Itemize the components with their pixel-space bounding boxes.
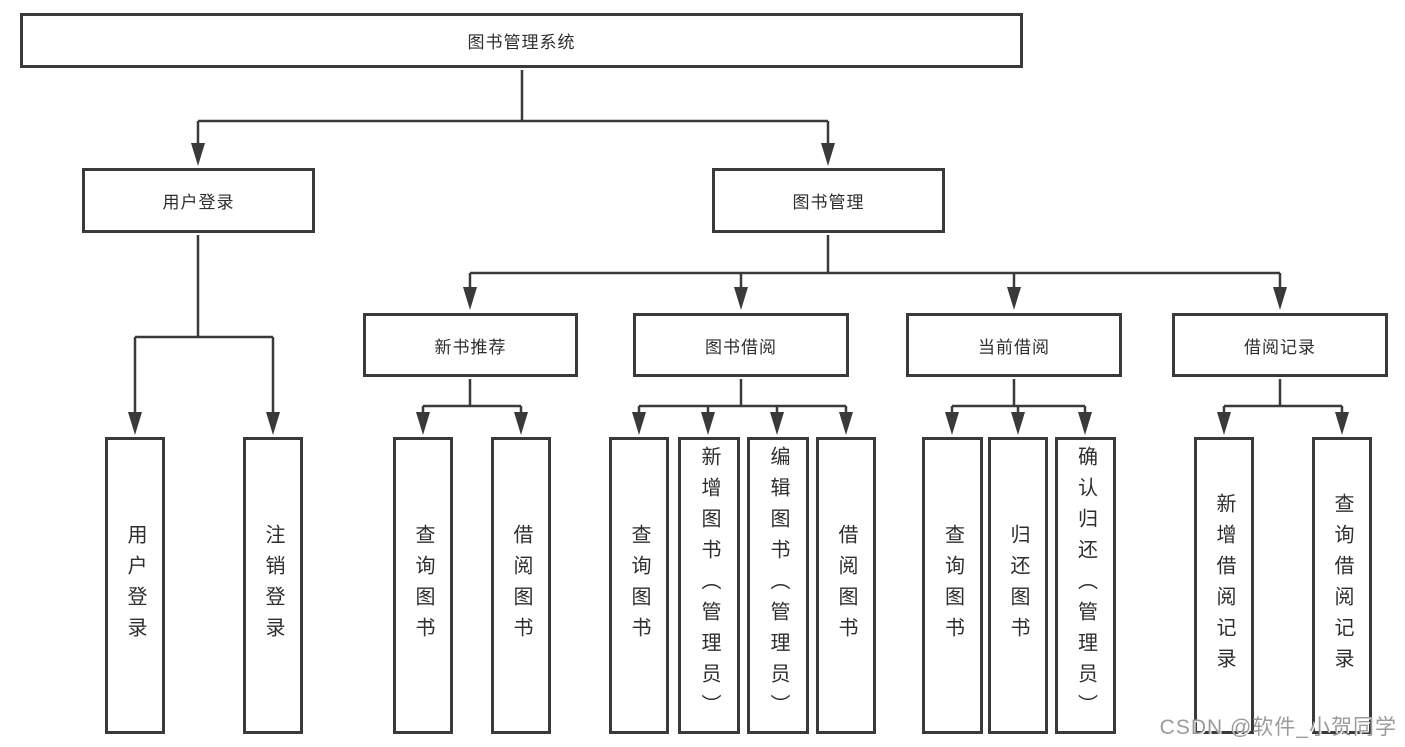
leaf-add-books-admin-label: 新增图书（管理员）	[698, 446, 720, 725]
leaf-return-books-label: 归还图书	[1007, 523, 1029, 648]
connector-records-to-leaves	[1222, 379, 1344, 416]
leaf-add-borrow-record: 新增借阅记录	[1194, 437, 1254, 734]
connector-bookborrow-to-leaves	[637, 379, 848, 416]
connector-newbook-to-leaves	[421, 379, 523, 416]
node-book-borrow: 图书借阅	[633, 313, 849, 377]
node-current-borrow: 当前借阅	[906, 313, 1122, 377]
csdn-watermark: CSDN @软件_小贺同学	[1159, 716, 1397, 739]
leaf-return-books: 归还图书	[988, 437, 1048, 734]
leaf-borrow-books: 借阅图书	[816, 437, 876, 734]
node-user-login: 用户登录	[82, 168, 315, 233]
connector-userlogin-to-leaves	[133, 235, 275, 416]
leaf-query-borrow-record: 查询借阅记录	[1312, 437, 1372, 734]
leaf-query-books-borrow-label: 查询图书	[628, 523, 650, 648]
leaf-query-books-recommend-label: 查询图书	[412, 523, 434, 648]
leaf-borrow-books-recommend-label: 借阅图书	[510, 523, 532, 648]
arrowheads	[128, 143, 1349, 435]
leaf-add-books-admin: 新增图书（管理员）	[678, 437, 740, 734]
leaf-logout-label: 注销登录	[262, 523, 284, 648]
leaf-query-books-current-label: 查询图书	[941, 523, 964, 648]
leaf-query-borrow-record-label: 查询借阅记录	[1331, 492, 1353, 679]
leaf-edit-books-admin-label: 编辑图书（管理员）	[767, 446, 789, 725]
node-root-system: 图书管理系统	[20, 13, 1023, 68]
leaf-add-borrow-record-label: 新增借阅记录	[1213, 492, 1235, 679]
connector-root-to-level2	[196, 70, 830, 146]
node-new-book-recommend: 新书推荐	[363, 313, 578, 377]
leaf-query-books-recommend: 查询图书	[393, 437, 453, 734]
node-book-management: 图书管理	[712, 168, 945, 233]
leaf-logout: 注销登录	[243, 437, 303, 734]
leaf-query-books-borrow: 查询图书	[609, 437, 669, 734]
leaf-borrow-books-recommend: 借阅图书	[491, 437, 551, 734]
leaf-confirm-return-admin-label: 确认归还（管理员）	[1074, 446, 1097, 725]
connector-currentborrow-to-leaves	[950, 379, 1087, 416]
leaf-user-login: 用户登录	[105, 437, 165, 734]
leaf-user-login-label: 用户登录	[124, 523, 146, 648]
leaf-query-books-current: 查询图书	[922, 437, 983, 734]
leaf-edit-books-admin: 编辑图书（管理员）	[747, 437, 809, 734]
leaf-borrow-books-label: 借阅图书	[835, 523, 857, 648]
leaf-confirm-return-admin: 确认归还（管理员）	[1055, 437, 1116, 734]
node-borrow-records: 借阅记录	[1172, 313, 1388, 377]
connector-bookmgmt-to-level3	[468, 235, 1282, 290]
